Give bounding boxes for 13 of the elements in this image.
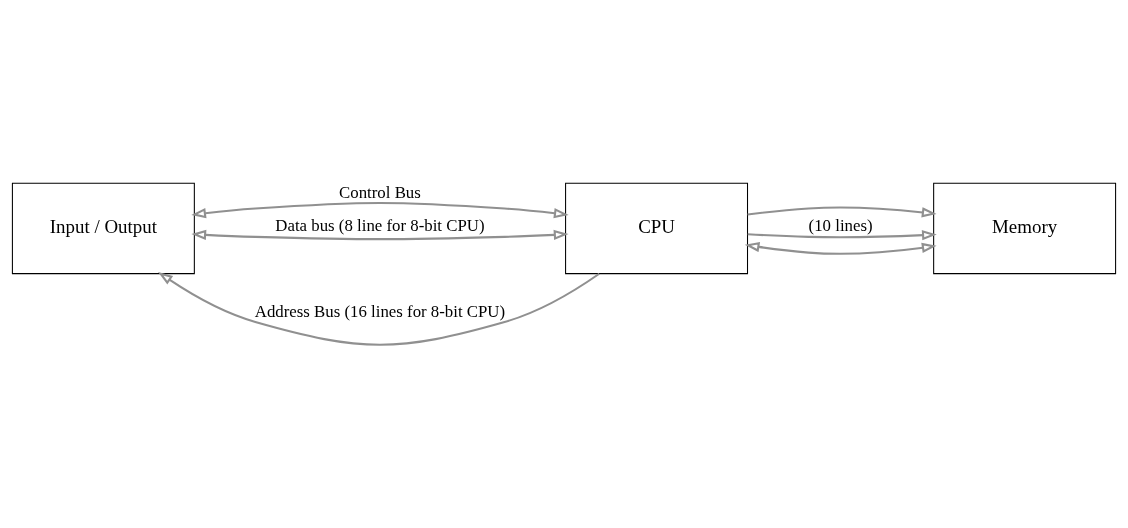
arrow bbox=[744, 241, 937, 255]
node-box: CPU bbox=[565, 182, 749, 275]
node-box: Input / Output bbox=[11, 182, 195, 275]
arrow bbox=[158, 271, 600, 346]
edge-label: Address Bus (16 lines for 8-bit CPU) bbox=[254, 301, 506, 321]
arrow bbox=[191, 201, 569, 219]
arrow bbox=[747, 230, 937, 241]
arrow bbox=[191, 229, 569, 241]
edge-label: Data bus (8 line for 8-bit CPU) bbox=[275, 216, 485, 236]
arrow bbox=[747, 206, 937, 218]
node-box: Memory bbox=[933, 182, 1117, 275]
edge-label: Control Bus bbox=[339, 182, 421, 202]
edge-label: (10 lines) bbox=[808, 216, 873, 236]
